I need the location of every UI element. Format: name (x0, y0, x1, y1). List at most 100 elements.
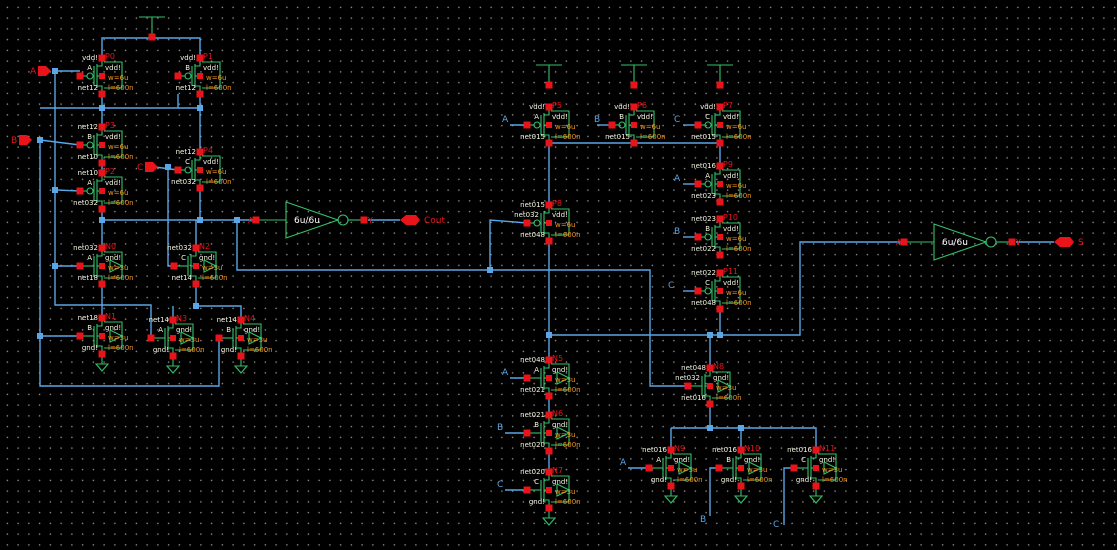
device-box (104, 130, 123, 158)
wire[interactable] (671, 427, 817, 450)
device-box (243, 323, 262, 351)
junction-dot (707, 425, 713, 431)
input-port-b[interactable]: B (11, 135, 32, 146)
wire-label-c: C (773, 520, 779, 530)
wire[interactable] (549, 241, 904, 336)
bottom-net: gnd! (221, 346, 237, 354)
gate-label: B (87, 324, 92, 332)
pin (608, 121, 616, 129)
pin (98, 159, 106, 167)
top-net: net016 (642, 446, 667, 454)
wire[interactable] (490, 269, 688, 387)
pin (76, 332, 84, 340)
pin (237, 316, 245, 324)
bottom-net: net18 (78, 274, 98, 282)
width-param: w=3u (555, 376, 575, 384)
input-port-c[interactable]: C (137, 162, 158, 173)
bottom-net: net032 (171, 178, 196, 186)
bottom-net: net020 (520, 441, 545, 449)
arrow (823, 461, 838, 475)
pin (668, 465, 674, 471)
width-param: w=3u (716, 384, 736, 392)
wire[interactable] (236, 219, 528, 271)
pin (76, 141, 84, 149)
wire-label-b: B (674, 227, 680, 237)
pin (546, 220, 552, 226)
bottom-net: net032 (73, 199, 98, 207)
top-net: net10 (78, 169, 98, 177)
output-port-s[interactable] (1054, 237, 1074, 247)
bottom-net: net12 (78, 84, 98, 92)
wire[interactable] (54, 71, 81, 192)
pin (545, 103, 553, 111)
instance-name: P4 (203, 146, 213, 155)
device-box (202, 155, 221, 183)
pin (694, 287, 702, 295)
device-box (551, 475, 570, 503)
pin (196, 184, 204, 192)
wire[interactable] (39, 139, 81, 146)
wire-label-c: C (674, 115, 680, 125)
input-port-a[interactable]: A (30, 66, 51, 77)
top-net: vdd! (529, 103, 545, 111)
wire[interactable] (195, 284, 242, 320)
device-box (722, 110, 741, 138)
pin (523, 374, 531, 382)
bottom-net: net015 (605, 133, 630, 141)
instance-name: N10 (744, 444, 760, 453)
arrow (556, 426, 571, 440)
output-port-cout[interactable] (400, 215, 420, 225)
ground-icon (165, 365, 181, 374)
width-param: w=3u (555, 488, 575, 496)
pin (360, 216, 368, 224)
wire[interactable] (54, 266, 152, 338)
width-param: w=6u (108, 189, 128, 197)
pin (645, 464, 653, 472)
device-box (712, 371, 731, 399)
instance-name: N8 (713, 362, 724, 371)
body-net: gnd! (552, 421, 568, 429)
wire[interactable] (709, 467, 719, 516)
bottom-net: net048 (520, 231, 545, 239)
body-net: gnd! (176, 326, 192, 334)
arrow (748, 461, 763, 475)
wire-label-a: A (674, 174, 681, 184)
instance-name: P1 (203, 52, 213, 61)
instance-name: P5 (552, 101, 562, 110)
bottom-net: gnd! (796, 476, 812, 484)
width-param: w=3u (555, 431, 575, 439)
width-param: w=3u (108, 334, 128, 342)
wire[interactable] (783, 467, 794, 525)
pin (813, 465, 819, 471)
input-port-shape (145, 162, 158, 172)
top-net: net032 (73, 244, 98, 252)
width-param: w=3u (822, 466, 842, 474)
wire[interactable] (39, 140, 220, 387)
inverter-body (285, 201, 340, 239)
input-port-label: A (30, 67, 37, 77)
width-param: w=6u (555, 123, 575, 131)
inverter-in-pin: A (248, 216, 254, 225)
bubble (704, 287, 712, 295)
